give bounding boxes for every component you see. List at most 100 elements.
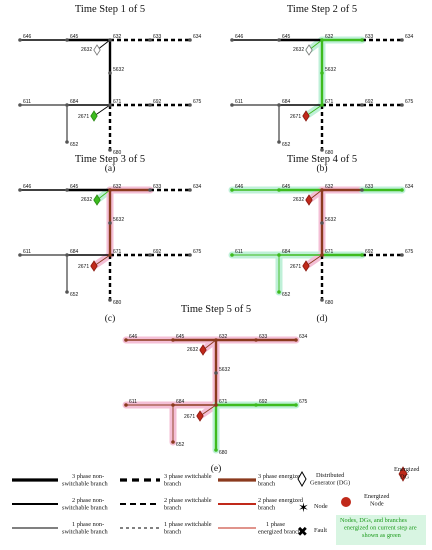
node-label-652: 652 <box>176 442 185 448</box>
node-label-5632: 5632 <box>113 217 124 223</box>
node-label-684: 684 <box>70 99 79 105</box>
dg-label-2632: 2632 <box>81 47 92 53</box>
legend-label-2ph-energized-l2: branch <box>258 505 276 512</box>
dg-2671 <box>196 410 204 422</box>
legend-label-dg-l2: Generator (DG) <box>310 480 350 487</box>
node-645 <box>277 38 281 42</box>
legend-label-fault: Fault <box>314 527 327 534</box>
branch-671-2671 <box>305 104 323 117</box>
node-label-684: 684 <box>70 249 79 255</box>
node-label-646: 646 <box>235 184 244 190</box>
dg-label-2632: 2632 <box>293 197 304 203</box>
dg-2671 <box>90 260 98 272</box>
node-label-671: 671 <box>325 249 334 255</box>
node-label-684: 684 <box>282 99 291 105</box>
legend-label-3ph-nonswitch: 3 phase non-switchable branch <box>62 473 108 488</box>
node-label-692: 692 <box>365 249 374 255</box>
node-label-692: 692 <box>153 99 162 105</box>
node-692 <box>254 403 258 407</box>
legend-label-2ph-nonswitch: 2 phase non-switchable branch <box>62 497 108 512</box>
legend-label-dg-l1: Distributed <box>316 472 345 479</box>
legend-label-1ph-nonswitch-l2: switchable branch <box>62 529 108 536</box>
node-label-632: 632 <box>325 184 334 190</box>
legend-label-2ph-switch-l1: 2 phase switchable <box>164 497 212 504</box>
node-label-5632: 5632 <box>325 217 336 223</box>
node-611 <box>124 403 128 407</box>
node-632 <box>108 188 112 192</box>
legend-label-1ph-nonswitch-l1: 1 phase non- <box>72 521 104 528</box>
node-label-633: 633 <box>153 34 162 40</box>
legend: 3 phase non-switchable branch 2 phase no… <box>12 466 426 545</box>
node-label-611: 611 <box>235 99 243 105</box>
node-646 <box>230 38 234 42</box>
node-label-652: 652 <box>282 142 291 148</box>
panel-title: Time Step 3 of 5 <box>75 154 145 165</box>
panel-caption: (e) <box>211 463 222 474</box>
dg-2632 <box>93 44 101 56</box>
node-632 <box>214 338 218 342</box>
node-label-634: 634 <box>193 34 202 40</box>
node-652 <box>277 290 281 294</box>
dg-label-2632: 2632 <box>187 347 198 353</box>
legend-label-energized-dg-l2: DG <box>400 474 410 481</box>
node-label-611: 611 <box>235 249 243 255</box>
node-684 <box>277 103 281 107</box>
node-label-632: 632 <box>325 34 334 40</box>
dg-diamond-icon <box>297 470 307 488</box>
node-label-675: 675 <box>405 99 414 105</box>
node-692 <box>360 253 364 257</box>
node-label-632: 632 <box>219 334 228 340</box>
branch-671-2671 <box>305 254 323 267</box>
legend-label-2ph-nonswitch-l1: 2 phase non- <box>72 497 104 504</box>
node-label-680: 680 <box>325 300 334 306</box>
node-5632 <box>214 371 218 375</box>
node-5632 <box>320 221 324 225</box>
node-label-675: 675 <box>405 249 414 255</box>
legend-note-l3: shown as green <box>362 532 402 539</box>
fault-x-icon: ✖ <box>297 525 308 540</box>
legend-note-highlight <box>336 515 426 545</box>
panel-title: Time Step 2 of 5 <box>287 4 357 15</box>
node-label-680: 680 <box>113 300 122 306</box>
node-label-646: 646 <box>23 34 32 40</box>
node-label-652: 652 <box>70 142 79 148</box>
dg-label-2632: 2632 <box>81 197 92 203</box>
dg-label-2671: 2671 <box>290 114 301 120</box>
node-label-680: 680 <box>325 150 334 156</box>
node-652 <box>65 290 69 294</box>
node-star-icon: ✶ <box>298 501 309 516</box>
legend-note-l1: Nodes, DGs, and branches <box>340 517 408 524</box>
dg-2632 <box>199 344 207 356</box>
node-label-5632: 5632 <box>219 367 230 373</box>
node-label-633: 633 <box>153 184 162 190</box>
node-634 <box>400 38 404 42</box>
node-label-645: 645 <box>176 334 185 340</box>
node-675 <box>188 103 192 107</box>
node-label-633: 633 <box>365 184 374 190</box>
node-label-652: 652 <box>282 292 291 298</box>
panel-caption: (c) <box>105 313 116 324</box>
branch-671-2671 <box>93 254 111 267</box>
legend-label-node: Node <box>314 503 328 510</box>
node-634 <box>188 188 192 192</box>
node-646 <box>124 338 128 342</box>
node-label-632: 632 <box>113 34 122 40</box>
node-611 <box>230 253 234 257</box>
node-label-684: 684 <box>176 399 185 405</box>
node-label-671: 671 <box>219 399 228 405</box>
legend-label-1ph-switch-l1: 1 phase switchable <box>164 521 212 528</box>
panel-title: Time Step 4 of 5 <box>287 154 357 165</box>
node-633 <box>360 38 364 42</box>
dg-2632 <box>305 44 313 56</box>
legend-label-3ph-energized-l1: 3 phase energized <box>258 473 304 480</box>
legend-label-1ph-switch-l2: branch <box>164 529 182 536</box>
node-label-632: 632 <box>113 184 122 190</box>
